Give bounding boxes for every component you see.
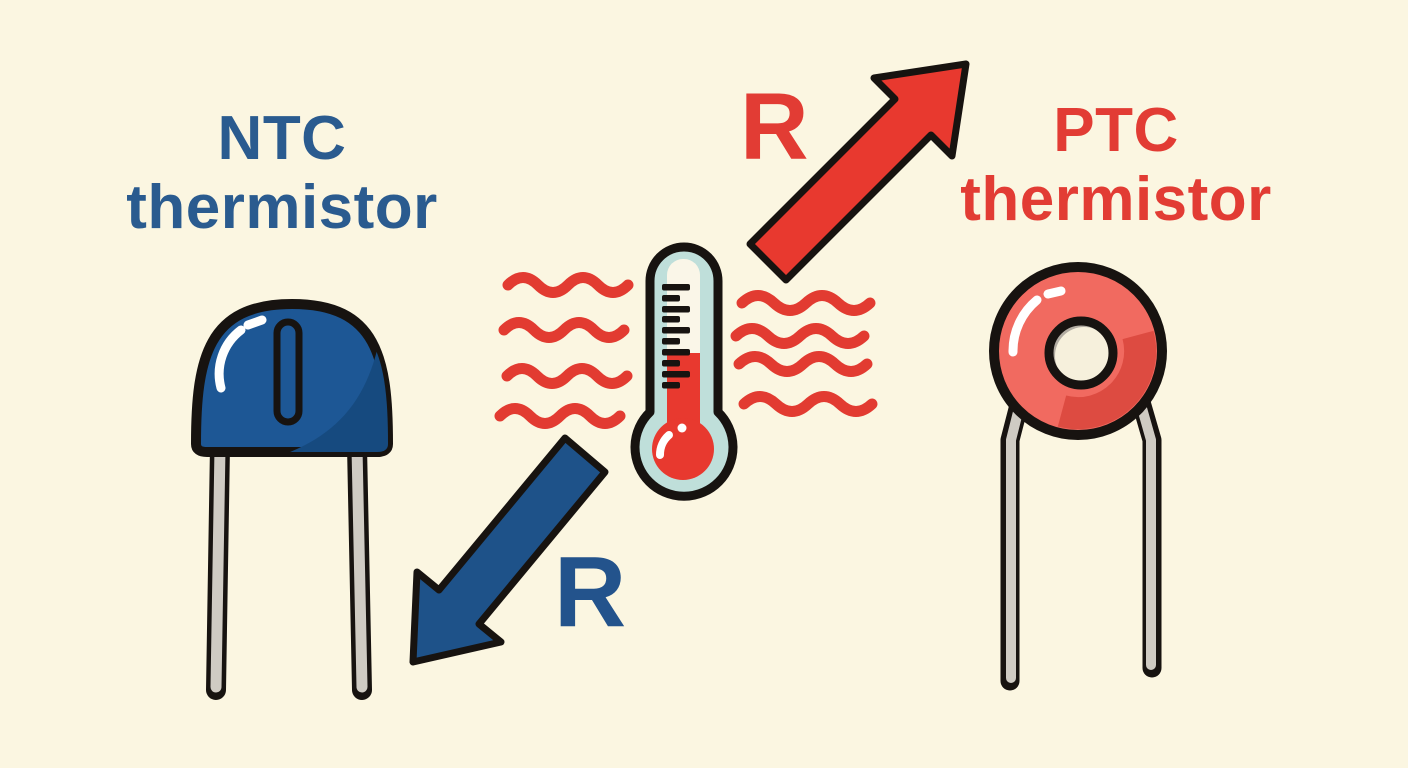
resistance-down-label: R	[554, 536, 627, 648]
ntc-body-shade	[226, 304, 388, 452]
ptc-ring-component	[989, 262, 1167, 691]
ptc-body-shade	[1057, 330, 1157, 430]
ntc-label: NTC thermistor	[126, 104, 438, 243]
resistance-up-label: R	[740, 74, 809, 180]
ntc-leads	[206, 436, 372, 700]
ntc-disc-component	[191, 299, 393, 700]
thermometer-icon	[630, 242, 738, 501]
thermometer-ticks	[662, 284, 690, 389]
ptc-hole	[1044, 316, 1118, 390]
thermometer-bulb-highlight	[656, 423, 687, 459]
ptc-label-line1: PTC	[1053, 96, 1179, 165]
ptc-label-line2: thermistor	[960, 165, 1272, 235]
ptc-body-highlight	[1008, 286, 1066, 357]
ntc-body-highlight	[214, 315, 267, 393]
ntc-label-line2: thermistor	[126, 173, 438, 243]
ptc-label: PTC thermistor	[960, 96, 1272, 235]
resistance-down-arrow	[409, 434, 609, 666]
resistance-up-arrow	[746, 60, 970, 284]
heat-waves-left	[494, 272, 634, 429]
ntc-body-stripe	[273, 318, 303, 426]
heat-waves-right	[730, 290, 878, 417]
ntc-label-line1: NTC	[217, 104, 347, 173]
